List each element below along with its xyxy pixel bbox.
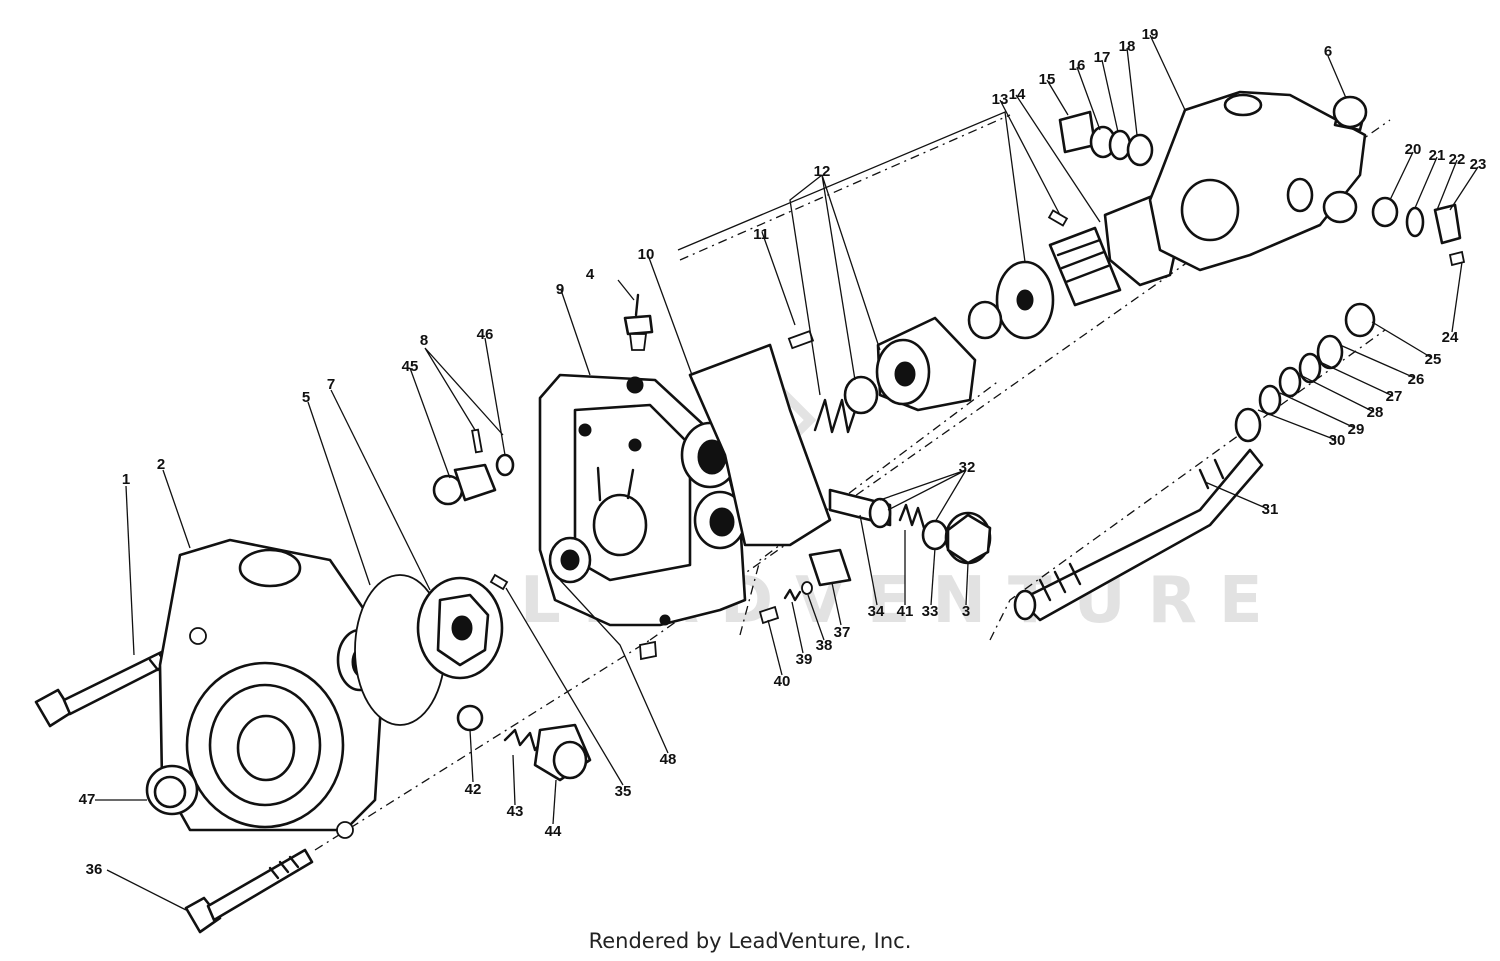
part-label-27: 27 [1386,388,1403,405]
pistons [1048,226,1122,307]
key-14 [1047,209,1069,227]
spring-12 [813,398,860,434]
part-label-16: 16 [1069,57,1086,74]
part-label-17: 17 [1094,49,1111,66]
part-label-48: 48 [660,751,677,768]
part-label-15: 15 [1039,71,1056,88]
gerotor-7 [416,576,504,680]
part-label-20: 20 [1405,141,1422,158]
cylinder-barrel [875,316,977,412]
plug-48 [639,640,657,661]
part-label-30: 30 [1329,432,1346,449]
seal-20 [1371,196,1399,228]
valve-4 [623,293,654,351]
part-label-35: 35 [615,783,632,800]
part-label-13: 13 [992,91,1009,108]
part-label-25: 25 [1425,351,1442,368]
ring-38 [801,581,813,595]
part-label-43: 43 [507,803,524,820]
bearing-18 [1126,133,1154,167]
part-label-8: 8 [420,332,428,349]
screw-40 [758,605,780,625]
part-label-3: 3 [962,603,970,620]
part-label-37: 37 [834,624,851,641]
part-label-47: 47 [79,791,96,808]
gasket-10 [688,343,832,547]
part-label-40: 40 [774,673,791,690]
screw-24 [1448,250,1466,267]
part-label-10: 10 [638,246,655,263]
front-housing-19 [1148,90,1367,272]
plate-23 [1433,203,1462,245]
part-label-29: 29 [1348,421,1365,438]
flange-15 [1058,110,1097,154]
part-label-34: 34 [868,603,885,620]
part-label-44: 44 [545,823,562,840]
part-label-33: 33 [922,603,939,620]
o-ring-46 [495,453,515,477]
part-label-31: 31 [1262,501,1279,518]
pin-11 [787,330,815,350]
pin-35 [489,573,509,591]
part-label-11: 11 [753,226,769,243]
part-label-26: 26 [1408,371,1425,388]
part-label-22: 22 [1449,151,1466,168]
spool-32 [828,488,892,529]
part-label-41: 41 [897,603,914,620]
part-label-32: 32 [959,459,976,476]
ring-17 [1108,129,1132,161]
washer-33 [921,519,949,551]
credit-text: Rendered by LeadVenture, Inc. [589,929,912,953]
ring-12 [843,375,879,415]
center-housing-9 [538,373,747,627]
relief-valve-37 [808,548,852,587]
part-label-14: 14 [1009,86,1026,103]
shaft-rings-25-30 [1234,302,1376,443]
part-label-5: 5 [302,389,310,406]
part-label-46: 46 [477,326,494,343]
rear-housing-2 [158,538,387,839]
part-label-36: 36 [86,861,103,878]
plug-3 [944,511,992,565]
part-label-2: 2 [157,456,165,473]
part-label-39: 39 [796,651,813,668]
part-label-6: 6 [1324,43,1332,60]
bolt-36 [184,848,314,934]
cap-42 [456,704,484,732]
bearing-20 [1322,190,1358,224]
part-numbers: 1 2 3 4 5 6 7 8 9 10 11 12 13 14 15 16 1… [79,26,1487,878]
part-label-21: 21 [1429,147,1446,164]
part-label-12: 12 [814,163,831,180]
part-label-42: 42 [465,781,482,798]
part-label-18: 18 [1119,38,1136,55]
part-label-9: 9 [556,281,564,298]
leader-lines [95,34,1479,911]
part-label-7: 7 [327,376,335,393]
part-label-38: 38 [816,637,833,654]
plug-45 [453,463,497,502]
part-label-1: 1 [122,471,130,488]
bearing-47 [145,764,199,816]
spring-41 [898,503,926,530]
pin-8 [471,428,483,454]
part-label-28: 28 [1367,404,1384,421]
shaft-31 [1013,448,1264,622]
ring-21 [1405,206,1425,238]
part-label-19: 19 [1142,26,1159,43]
part-label-23: 23 [1470,156,1487,173]
bearing-6 [1332,95,1368,129]
spring-39 [783,588,802,602]
thrust-plate [967,260,1055,340]
part-label-4: 4 [586,266,595,283]
part-label-45: 45 [402,358,419,375]
part-label-24: 24 [1442,329,1459,346]
valve-44 [533,723,592,782]
